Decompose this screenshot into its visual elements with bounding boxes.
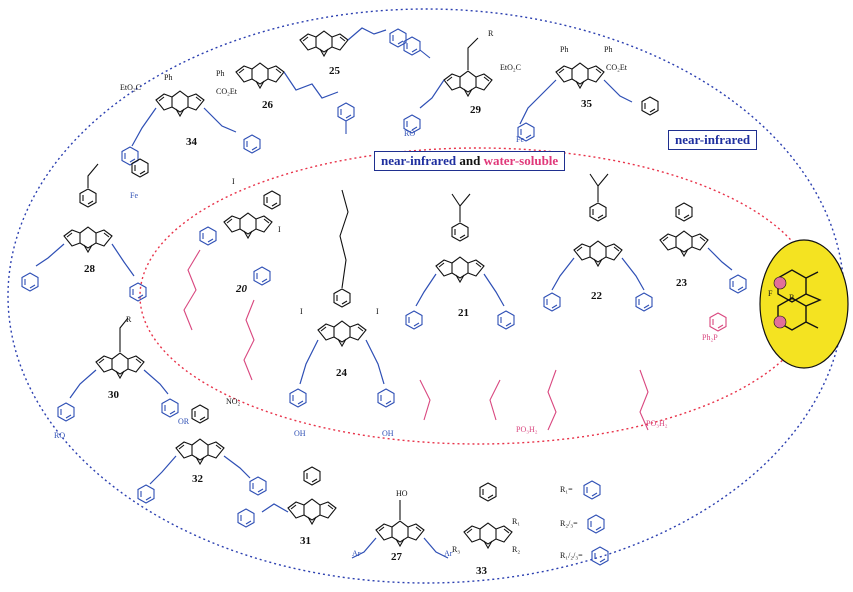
fragment-ph-34a: Ph (164, 73, 172, 82)
compound-29-structure (403, 37, 493, 134)
compound-label-30: 30 (108, 389, 120, 401)
fragment-r3-33: R₃ (452, 545, 460, 554)
compound-label-26: 26 (262, 99, 274, 111)
core-fluorine-label: F (768, 289, 773, 298)
compound-label-21: 21 (458, 307, 469, 319)
fragment-r2-33: R₂ (512, 545, 520, 554)
compound-label-31: 31 (300, 535, 311, 547)
compound-label-22: 22 (591, 290, 603, 302)
fragment-ho-27: HO (396, 489, 408, 498)
compound-20-structure (183, 190, 281, 381)
fragment-oh-24b: OH (382, 429, 394, 438)
compound-21-structure (405, 193, 515, 421)
outer-region-legend: near-infrared (668, 130, 758, 150)
compound-label-32: 32 (192, 473, 204, 485)
compound-label-25: 25 (329, 65, 341, 77)
fragment-i-20a: I (232, 177, 235, 186)
fragment-eto2c-35: EtO₂C (500, 63, 521, 72)
fragment-r2-eq: R₂/₃= (560, 519, 578, 528)
compound-30-structure (57, 317, 179, 422)
compound-label-33: 33 (476, 565, 488, 577)
core-boron-label: B (789, 293, 794, 302)
compound-33-structure (463, 480, 609, 566)
compound-label-20: 20 (235, 283, 248, 295)
compound-28-structure (21, 158, 149, 302)
legend-water-soluble-text: water-soluble (483, 153, 559, 168)
compound-label-34: 34 (186, 136, 198, 148)
compound-31-structure (237, 466, 337, 528)
fragment-co2et-35: CO₂Et (606, 63, 628, 72)
fragment-eto2c-34: EtO₂C (120, 83, 141, 92)
compound-32-structure (137, 404, 267, 504)
fragment-ph-35b: Ph (604, 45, 612, 54)
fragment-ar-27a: Ar (352, 549, 361, 558)
compound-22-structure (543, 173, 653, 431)
compound-25-structure (299, 27, 431, 59)
inner-region-ellipse (139, 147, 817, 445)
compound-label-35: 35 (581, 98, 593, 110)
fragment-i-24a: I (300, 307, 303, 316)
fragment-i-20b: I (278, 225, 281, 234)
fragment-no2-32: NO₂ (226, 397, 241, 406)
compound-label-24: 24 (336, 367, 348, 379)
fragment-fe-34: Fe (130, 191, 138, 200)
compound-label-27: 27 (391, 551, 403, 563)
compound-34-structure (121, 90, 261, 166)
legend-and-text: and (456, 153, 484, 168)
compound-label-29: 29 (470, 104, 482, 116)
fragment-ar-27b: Ar (444, 549, 453, 558)
legend-outer-near-infrared-text: near-infrared (675, 132, 751, 147)
compound-label-23: 23 (676, 277, 688, 289)
fragment-oh-24a: OH (294, 429, 306, 438)
fragment-ph-34b: Ph (216, 69, 224, 78)
fragment-r3-eq: R₁/₂/₃= (560, 551, 583, 560)
fragment-po3h2-22b: PO₃H₂ (646, 419, 668, 428)
fragment-or-30: OR (178, 417, 190, 426)
bodipy-core-highlight: B F (759, 239, 849, 369)
compound-23-structure (659, 202, 747, 332)
legend-near-infrared-text: near-infrared (381, 153, 457, 168)
fragment-i-24b: I (376, 307, 379, 316)
fragment-fe-35: Fe (516, 135, 524, 144)
fragment-r1-eq: R₁= (560, 485, 573, 494)
compound-24-structure (289, 189, 395, 408)
fragment-ph2p-23: Ph₂P (702, 333, 718, 342)
fragment-ro-30: RO (54, 431, 65, 440)
fragment-co2et-34: CO₂Et (216, 87, 238, 96)
inner-region-legend: near-infrared and water-soluble (374, 151, 566, 171)
fragment-po3h2-22a: PO₃H₂ (516, 425, 538, 434)
fragment-ph-35a: Ph (560, 45, 568, 54)
compound-26-structure (235, 62, 355, 134)
fragment-r-29: R (488, 29, 494, 38)
fragment-r1-33: R₁ (512, 517, 520, 526)
compound-27-structure (351, 500, 449, 559)
outer-region-ellipse (7, 8, 845, 584)
compound-label-28: 28 (84, 263, 96, 275)
fragment-ro-29: RO (404, 129, 415, 138)
fragment-r-30: R (126, 315, 132, 324)
compound-35-structure (517, 62, 659, 142)
